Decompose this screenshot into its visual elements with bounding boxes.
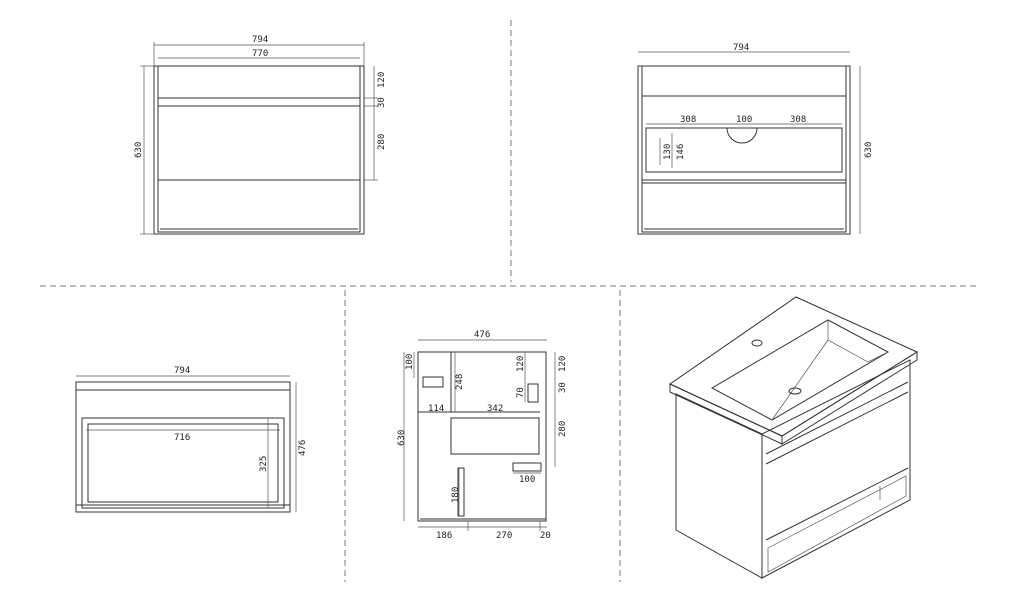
side-dim-120-inner: 120 [516,356,526,372]
back-left-gap: 308 [680,115,696,125]
side-dim-270: 270 [496,531,512,541]
back-dim-a: 130 [663,144,673,160]
front-height: 630 [134,142,144,158]
front-width-outer: 794 [252,35,268,45]
side-dim-280: 280 [558,421,568,437]
side-dim-100-bottom: 100 [519,475,535,485]
top-depth: 476 [298,440,308,456]
panel-dividers [40,20,976,582]
side-dim-30: 30 [558,382,568,393]
front-drawer: 280 [377,134,387,150]
side-dim-70: 70 [516,387,526,398]
side-dim-114: 114 [428,404,444,414]
front-width-inner: 770 [252,49,268,59]
back-dim-b: 146 [676,144,686,160]
top-view: 794 716 325 476 [75,366,308,513]
back-view: 794 630 308 100 308 130 146 [637,43,874,235]
side-dim-100-top: 100 [405,354,415,370]
isometric-view [668,296,919,579]
side-dim-248: 248 [455,374,465,390]
back-right-gap: 308 [790,115,806,125]
side-dim-342: 342 [487,404,503,414]
side-view: 476 630 100 248 114 342 120 70 120 30 28… [397,330,568,541]
top-inner-width: 716 [174,433,190,443]
front-top: 120 [377,72,387,88]
back-height: 630 [864,142,874,158]
back-cutout: 100 [736,115,752,125]
front-view: 794 770 630 120 30 280 [134,35,387,235]
side-height: 630 [397,430,407,446]
side-dim-120: 120 [558,356,568,372]
front-rail: 30 [377,97,387,108]
side-depth: 476 [474,330,490,340]
top-width: 794 [174,366,190,376]
side-dim-20: 20 [540,531,551,541]
side-dim-180: 180 [451,487,461,503]
side-dim-186: 186 [436,531,452,541]
back-width: 794 [733,43,749,53]
top-inner-depth: 325 [259,456,269,472]
